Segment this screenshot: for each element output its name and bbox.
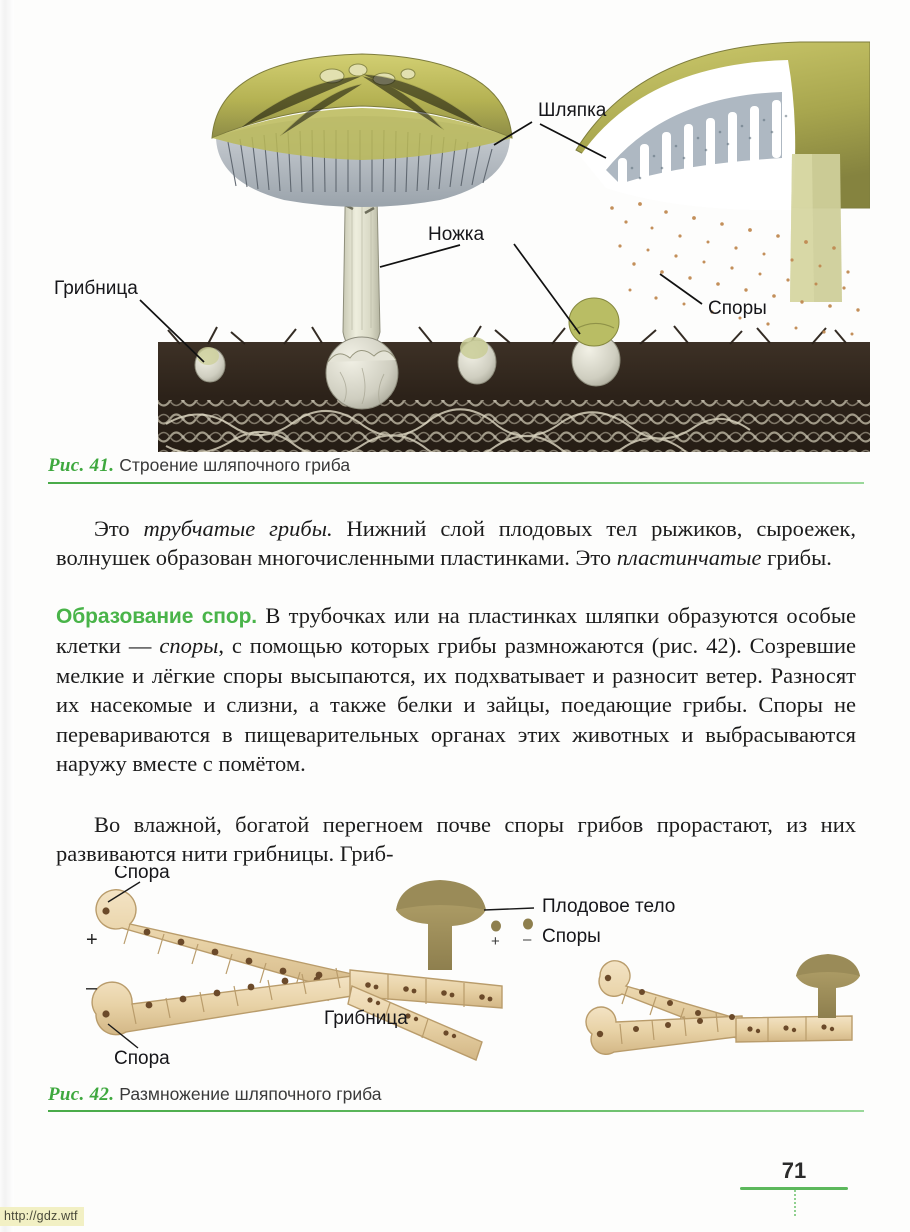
label-spores-42: Споры <box>542 926 601 947</box>
young-mushroom-sprouting <box>568 297 621 387</box>
hypha-minus-strain <box>91 967 353 1036</box>
watermark-url: http://gdz.wtf <box>0 1207 84 1226</box>
p1-part-a: Это <box>94 516 144 541</box>
page-number: 71 <box>781 1158 807 1183</box>
fruiting-body-left <box>396 880 486 970</box>
figure-41-caption: Рис. 41.Строение шляпочного гриба <box>48 455 864 477</box>
figure-41-caption-text: Строение шляпочного гриба <box>119 455 351 475</box>
label-mycelium: Грибница <box>54 278 138 299</box>
page-number-tick <box>794 1190 796 1216</box>
figure-42-rule <box>48 1110 864 1112</box>
young-mushroom-middle <box>457 337 497 385</box>
body-paragraph-1: Это трубчатые грибы. Нижний слой плодовы… <box>56 514 856 573</box>
leader-lines <box>139 121 703 363</box>
page-edge-shadow <box>0 0 14 1232</box>
young-mushroom-small-left <box>194 347 226 383</box>
p1-part-b: Нижний слой плодовых тел рыжиков, сыроеж… <box>56 516 856 571</box>
p1-italic-2: пластинчатые <box>616 545 762 571</box>
p2-part-b: , с помощью которых грибы размножаются (… <box>56 633 856 777</box>
hypha-branch-down <box>347 985 483 1061</box>
page-number-rule <box>740 1187 848 1190</box>
label-cap: Шляпка <box>538 100 607 121</box>
hypha-plus-strain <box>95 889 353 1002</box>
soil-block <box>158 325 870 452</box>
p2-italic-1: споры <box>159 633 219 659</box>
label-spore-bottom: Спора <box>114 1048 170 1069</box>
spore-plus-symbol: + <box>491 933 500 950</box>
label-spores: Споры <box>708 298 767 319</box>
body-paragraph-2: Образование спор. В трубочках или на пла… <box>56 601 856 778</box>
spore-symbols: + – <box>491 918 533 950</box>
mushroom-main <box>211 53 513 410</box>
label-fruiting-body: Плодовое тело <box>542 896 675 917</box>
body-paragraph-3: Во влажной, богатой перегноем почве спор… <box>56 810 856 869</box>
figure-42-caption: Рис. 42.Размножение шляпочного гриба <box>48 1084 864 1106</box>
strain-plus-marker: + <box>86 929 98 951</box>
p3-text: Во влажной, богатой перегноем почве спор… <box>56 812 856 867</box>
figure-41-rule <box>48 482 864 484</box>
p2-part-a: В трубочках или на пластинках шляпки обр… <box>56 603 856 659</box>
p1-part-c: грибы. <box>761 545 832 571</box>
spore-dust <box>610 202 860 336</box>
figure-41-number: Рис. 41. <box>48 455 115 476</box>
label-spore-top: Спора <box>114 866 170 883</box>
strain-minus-marker: – <box>86 977 98 999</box>
p1-italic-1: трубчатые грибы. <box>143 516 333 541</box>
run-in-heading-spore-formation: Образование спор. <box>56 605 258 628</box>
figure-41-illustration: Шляпка Ножка Грибница Споры <box>40 32 870 452</box>
figure-42-caption-text: Размножение шляпочного гриба <box>119 1084 382 1104</box>
fruiting-body-right <box>796 954 860 1018</box>
mushroom-cutaway <box>575 41 870 336</box>
hypha-right-fused <box>735 1015 853 1043</box>
spore-minus-symbol: – <box>523 931 532 948</box>
hypha-fused-left <box>349 969 503 1009</box>
figure-42-illustration: + – <box>52 862 864 1071</box>
label-stipe: Ножка <box>428 224 485 245</box>
hypha-right-lower <box>585 1006 745 1055</box>
figure-42-leader-lines <box>107 881 535 1049</box>
figure-42-number: Рис. 42. <box>48 1084 115 1105</box>
label-mycelium-42: Грибница <box>324 1008 408 1029</box>
